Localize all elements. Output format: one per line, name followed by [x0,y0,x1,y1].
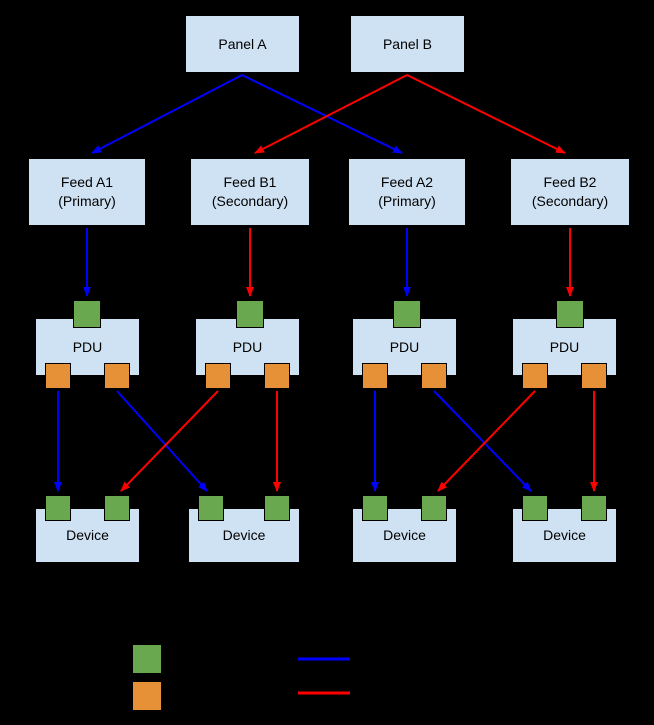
device-1-input-port-left-icon [45,495,71,521]
legend-output-port-swatch [132,681,162,711]
node-feed-b1-role: (Secondary) [211,193,289,209]
arrow-panel-a-feed-a1 [91,74,243,154]
pdu-1-input-port-icon [73,300,101,328]
pdu-3-output-port-right-icon [421,363,447,389]
pdu-4-output-port-right-icon [581,363,607,389]
arrow-pdu-1-device-2 [116,390,208,492]
pdu-3-input-port-icon [393,300,421,328]
arrow-pdu-2-device-1 [120,390,219,492]
node-pdu-1-label: PDU [72,338,103,355]
node-feed-a1-role: (Primary) [58,193,116,209]
node-feed-b1-name: Feed B1 [223,174,277,191]
device-4-input-port-left-icon [522,495,548,521]
device-3-input-port-left-icon [362,495,388,521]
node-device-1-label: Device [66,527,109,544]
node-panel-a: Panel A [185,15,300,73]
pdu-1-output-port-left-icon [45,363,71,389]
node-panel-b: Panel B [350,15,465,73]
node-feed-a1-name: Feed A1 [60,174,114,191]
device-4-input-port-right-icon [581,495,607,521]
node-panel-b-label: Panel B [382,35,433,52]
pdu-1-output-port-right-icon [104,363,130,389]
arrow-pdu-3-device-4 [433,390,532,492]
node-feed-b2: Feed B2 (Secondary) [510,158,630,226]
device-2-input-port-right-icon [264,495,290,521]
node-feed-b2-role: (Secondary) [531,193,609,209]
node-feed-b2-name: Feed B2 [543,174,597,191]
node-feed-a1: Feed A1 (Primary) [28,158,146,226]
arrow-panel-a-feed-a2 [241,74,403,154]
device-2-input-port-left-icon [198,495,224,521]
node-feed-a2-name: Feed A2 [380,174,434,191]
node-device-3-label: Device [383,527,426,544]
node-feed-b1: Feed B1 (Secondary) [190,158,310,226]
pdu-2-input-port-icon [236,300,264,328]
node-feed-a2-role: (Primary) [378,193,436,209]
legend-input-port-swatch [132,644,162,674]
pdu-3-output-port-left-icon [362,363,388,389]
node-pdu-4-label: PDU [549,338,580,355]
node-pdu-3-label: PDU [389,338,420,355]
node-device-2-label: Device [222,527,266,544]
device-3-input-port-right-icon [421,495,447,521]
pdu-4-input-port-icon [556,300,584,328]
arrow-panel-b-feed-b2 [406,74,566,154]
node-device-4-label: Device [543,527,586,544]
device-1-input-port-right-icon [104,495,130,521]
pdu-4-output-port-left-icon [522,363,548,389]
pdu-2-output-port-right-icon [264,363,290,389]
node-feed-a2: Feed A2 (Primary) [348,158,466,226]
node-panel-a-label: Panel A [218,35,267,52]
arrow-panel-b-feed-b1 [254,74,408,154]
pdu-2-output-port-left-icon [205,363,231,389]
arrow-pdu-4-device-3 [437,390,536,492]
node-pdu-2-label: PDU [232,338,263,355]
